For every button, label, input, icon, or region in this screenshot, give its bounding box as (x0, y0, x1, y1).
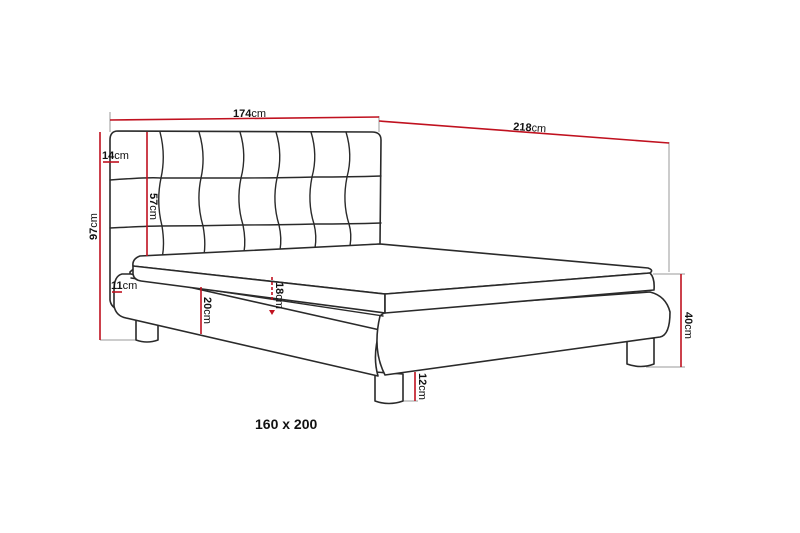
bed-frame (113, 273, 671, 377)
extension-lines (100, 112, 685, 402)
label-mattress-height: 18cm (273, 282, 285, 309)
leg-front-left (374, 371, 404, 405)
headboard (109, 130, 382, 313)
dim-arrow-18 (269, 310, 275, 315)
dimension-lines (99, 116, 682, 401)
label-total-length: 218cm (513, 121, 547, 135)
dim-line-218 (378, 120, 670, 144)
label-frame-height: 20cm (201, 297, 213, 324)
label-side-rail-inset: 11cm (111, 280, 137, 292)
dim-line-174 (109, 116, 380, 121)
label-total-height: 97cm (88, 213, 100, 240)
mattress (132, 243, 655, 314)
leg-front-right (626, 337, 655, 368)
label-bed-height: 40cm (682, 312, 694, 339)
label-headboard-visible: 57cm (147, 193, 159, 220)
dimension-labels: 174cm 218cm 14cm 97cm 57cm 11cm 20cm 18c… (88, 108, 694, 400)
label-leg-height: 12cm (416, 373, 428, 400)
label-headboard-width: 174cm (233, 108, 266, 120)
label-headboard-depth: 14cm (102, 150, 129, 162)
bed-legs (135, 317, 655, 405)
bed-size-caption: 160 x 200 (255, 416, 318, 432)
